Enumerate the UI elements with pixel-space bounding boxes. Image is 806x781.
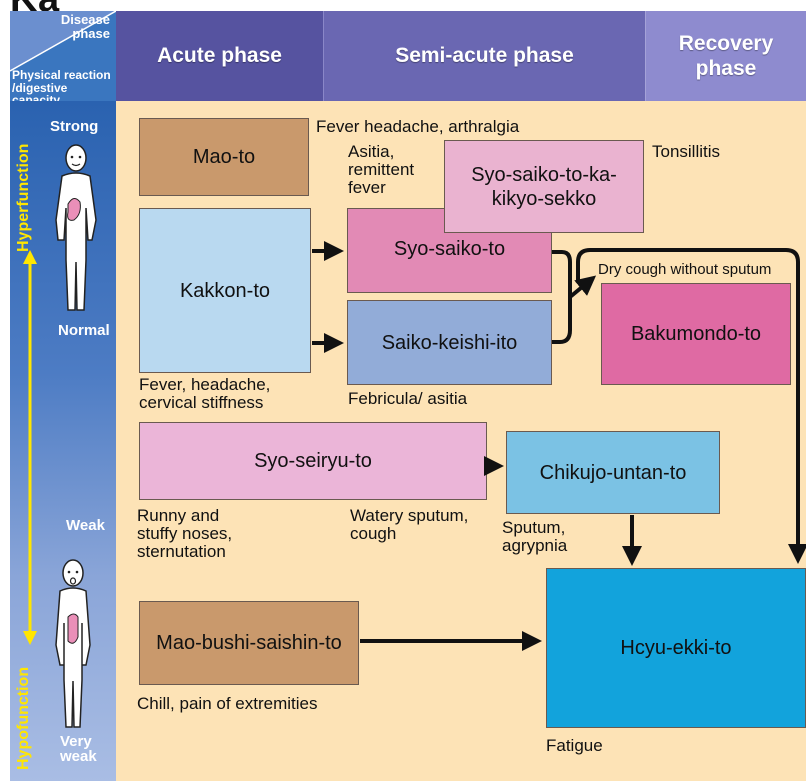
box-mao-to-label: Mao-to: [192, 146, 256, 168]
sidebar-very-weak: Very weak: [60, 734, 97, 764]
box-chikujo-untan-to: Chikujo-untan-to: [506, 431, 720, 514]
note-runny-line2: stuffy noses,: [137, 523, 233, 543]
header-recovery-line2: phase: [695, 57, 757, 80]
note-chill-pain: Chill, pain of extremities: [137, 694, 318, 713]
box-syo-saiko-kakikyo-line1: Syo-saiko-to-ka-: [471, 163, 617, 186]
note-watery-line2: cough: [350, 523, 397, 543]
box-chikujo-untan-to-label: Chikujo-untan-to: [539, 461, 687, 484]
note-runny-noses: Runny and stuffy noses, sternutation: [137, 507, 232, 561]
note-fatigue: Fatigue: [546, 736, 603, 755]
box-bakumondo-to-label: Bakumondo-to: [630, 323, 762, 345]
box-mao-to: Mao-to: [139, 118, 309, 196]
note-sputum-line2: agrypnia: [502, 535, 568, 555]
header-acute-label: Acute phase: [157, 44, 282, 67]
box-syo-seiryu-to-label: Syo-seiryu-to: [254, 450, 372, 472]
box-kakkon-to: Kakkon-to: [139, 208, 311, 373]
note-runny-line1: Runny and: [137, 506, 220, 525]
note-sputum-line1: Sputum,: [502, 518, 566, 537]
box-bakumondo-to: Bakumondo-to: [601, 283, 791, 385]
box-hcyu-ekki-to-label: Hcyu-ekki-to: [620, 637, 732, 659]
note-watery-line1: Watery sputum,: [350, 506, 469, 525]
note-asitia-line1: Asitia,: [348, 142, 395, 161]
corner-divider: [10, 11, 116, 72]
header-recovery-line1: Recovery: [678, 31, 774, 55]
person-weak-icon: [55, 559, 91, 728]
header-corner: Disease phase Physical reaction /digesti…: [10, 11, 116, 101]
note-tonsillitis: Tonsillitis: [652, 142, 721, 161]
sidebar-weak: Weak: [66, 517, 105, 534]
corner-bottom-line2: /digestive capacity: [12, 80, 68, 101]
corner-top-line1: Disease: [60, 12, 110, 27]
corner-top-line2: phase: [72, 25, 110, 41]
note-febricula-asitia: Febricula/ asitia: [348, 389, 468, 408]
arrow-to-bakumondo: [568, 275, 597, 299]
note-fever-cervical-line1: Fever, headache,: [139, 375, 271, 394]
note-fever-headache-arthralgia: Fever headache, arthralgia: [316, 117, 520, 136]
sidebar-very-weak-line2: weak: [60, 748, 97, 765]
note-asitia-line3: fever: [348, 177, 386, 197]
note-dry-cough: Dry cough without sputum: [598, 261, 772, 278]
arrow-semi-to-bakumondo-bracket: [552, 250, 572, 344]
corner-physical-reaction: Physical reaction /digestive capacity: [12, 69, 116, 101]
box-hcyu-ekki-to: Hcyu-ekki-to: [546, 568, 806, 728]
person-strong-icon: [55, 144, 97, 311]
yellow-double-arrow-icon: [23, 250, 37, 645]
header-semi-acute-phase: Semi-acute phase: [323, 11, 645, 101]
box-mao-bushi-saishin-to: Mao-bushi-saishin-to: [139, 601, 359, 685]
corner-disease-phase: Disease phase: [61, 13, 110, 40]
header-semi-acute-label: Semi-acute phase: [395, 44, 574, 67]
note-fever-cervical-line2: cervical stiffness: [139, 392, 264, 412]
sidebar-strong: Strong: [50, 118, 99, 135]
box-syo-saiko-kakikyo-sekko: Syo-saiko-to-ka- kikyo-sekko: [444, 140, 644, 233]
arrow-to-hcyu-ekki-right: [576, 248, 806, 564]
sidebar-normal: Normal: [58, 322, 110, 339]
note-asitia-line2: remittent: [348, 159, 415, 179]
header-acute-phase: Acute phase: [116, 11, 323, 101]
box-kakkon-to-label: Kakkon-to: [179, 279, 271, 302]
note-watery-sputum: Watery sputum, cough: [350, 507, 468, 543]
box-saiko-keishi-ito: Saiko-keishi-ito: [347, 300, 552, 385]
sidebar-very-weak-line1: Very: [60, 733, 92, 750]
box-syo-seiryu-to: Syo-seiryu-to: [139, 422, 487, 500]
note-fever-cervical-stiffness: Fever, headache, cervical stiffness: [139, 376, 270, 412]
note-runny-line3: sternutation: [137, 541, 226, 561]
note-asitia-remittent-fever: Asitia, remittent fever: [348, 143, 414, 197]
corner-bottom-line1: Physical reaction: [12, 68, 111, 82]
box-syo-saiko-kakikyo-line2: kikyo-sekko: [491, 187, 597, 210]
box-saiko-keishi-ito-label: Saiko-keishi-ito: [381, 331, 518, 354]
note-sputum-agrypnia: Sputum, agrypnia: [502, 519, 567, 555]
header-recovery-phase: Recovery phase: [645, 11, 806, 101]
box-syo-saiko-to-label: Syo-saiko-to: [393, 238, 506, 260]
box-mao-bushi-saishin-to-label: Mao-bushi-saishin-to: [156, 632, 342, 654]
